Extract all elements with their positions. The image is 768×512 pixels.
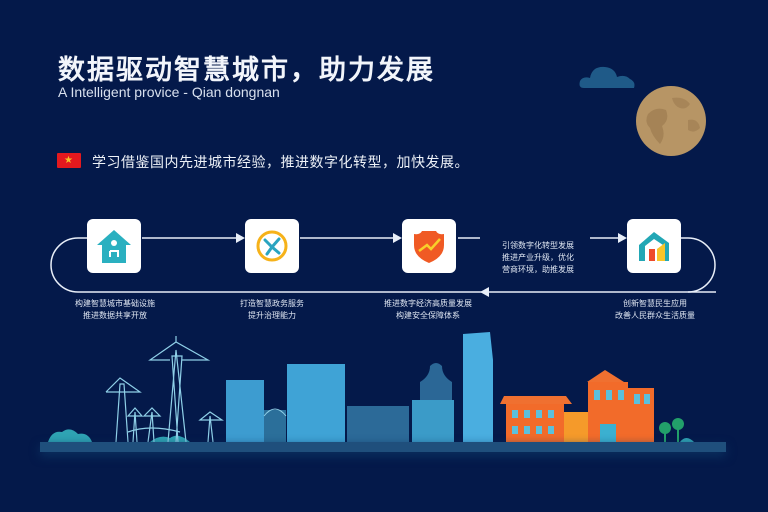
step-2-label: 打造智慧政务服务提升治理能力 (240, 299, 304, 320)
colorful-house-icon (639, 232, 669, 261)
city-skyline-illustration (48, 332, 694, 443)
intro-text: 学习借鉴国内先进城市经验，推进数字化转型，加快发展。 (92, 155, 469, 171)
step-2-government-service[interactable] (245, 219, 299, 273)
moon-icon (636, 86, 706, 156)
china-flag-icon: ★ (57, 153, 81, 168)
step-1-smart-infrastructure[interactable] (87, 219, 141, 273)
step-4-livelihood-apps[interactable] (627, 219, 681, 273)
side-note: 引领数字化转型发展推进产业升级，优化营商环境，助推发展 (502, 241, 574, 274)
step-4-label: 创新智慧民生应用改善人民群众生活质量 (615, 299, 695, 320)
step-1-label: 构建智慧城市基础设施推进数据共享开放 (75, 299, 155, 320)
step-3-digital-economy[interactable] (402, 219, 456, 273)
cloud-icon (579, 66, 635, 88)
smart-home-icon (97, 230, 131, 263)
shield-growth-icon (414, 231, 444, 263)
tools-icon (256, 230, 288, 262)
page-subtitle: A Intelligent provice - Qian dongnan (58, 84, 280, 100)
ground-strip (40, 442, 726, 452)
step-3-label: 推进数字经济高质量发展构建安全保障体系 (384, 299, 472, 320)
page-title: 数据驱动智慧城市，助力发展 (58, 55, 435, 86)
